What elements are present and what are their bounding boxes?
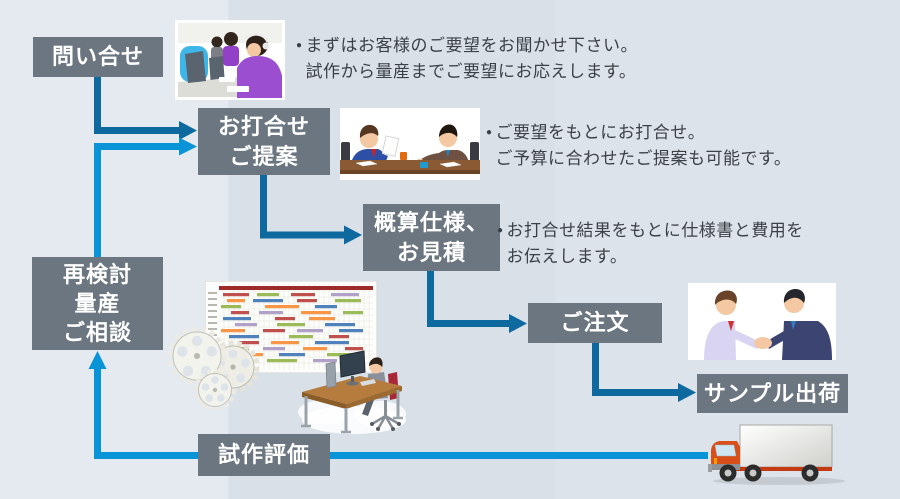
note-text: お打合せ結果をもとに仕様書と費用を お伝えします。 — [506, 221, 804, 266]
step-order: ご注文 — [528, 303, 662, 343]
note-meeting: ● ご要望をもとにお打合せ。 ご予算に合わせたご提案も可能です。 — [486, 120, 791, 172]
note-text: まずはお客様のご要望をお聞かせ下さい。 試作から量産までご要望にお応えします。 — [305, 36, 639, 81]
step-inquiry: 問い合せ — [33, 37, 163, 77]
handshake-illustration — [688, 283, 836, 360]
bullet-icon: ● — [296, 40, 303, 51]
note-text: ご要望をもとにお打合せ。 ご予算に合わせたご提案も可能です。 — [495, 123, 792, 168]
business-meeting-illustration — [340, 108, 480, 180]
note-estimate: ● お打合せ結果をもとに仕様書と費用を お伝えします。 — [497, 218, 804, 270]
step-meeting-proposal: お打合せ ご提案 — [198, 108, 330, 175]
bullet-icon: ● — [486, 127, 493, 138]
step-sample-shipping: サンプル出荷 — [697, 374, 848, 413]
note-inquiry: ● まずはお客様のご要望をお聞かせ下さい。 試作から量産までご要望にお応えします… — [296, 33, 638, 85]
gears-illustration — [167, 320, 267, 410]
delivery-truck-illustration — [703, 420, 848, 487]
step-spec-estimate: 概算仕様、 お見積 — [363, 204, 500, 271]
call-center-illustration — [175, 20, 285, 100]
step-prototype-evaluation: 試作評価 — [198, 434, 330, 476]
workstation-illustration — [296, 340, 408, 436]
step-reconsider-mass-production: 再検討 量産 ご相談 — [32, 257, 163, 350]
bullet-icon: ● — [497, 225, 504, 236]
